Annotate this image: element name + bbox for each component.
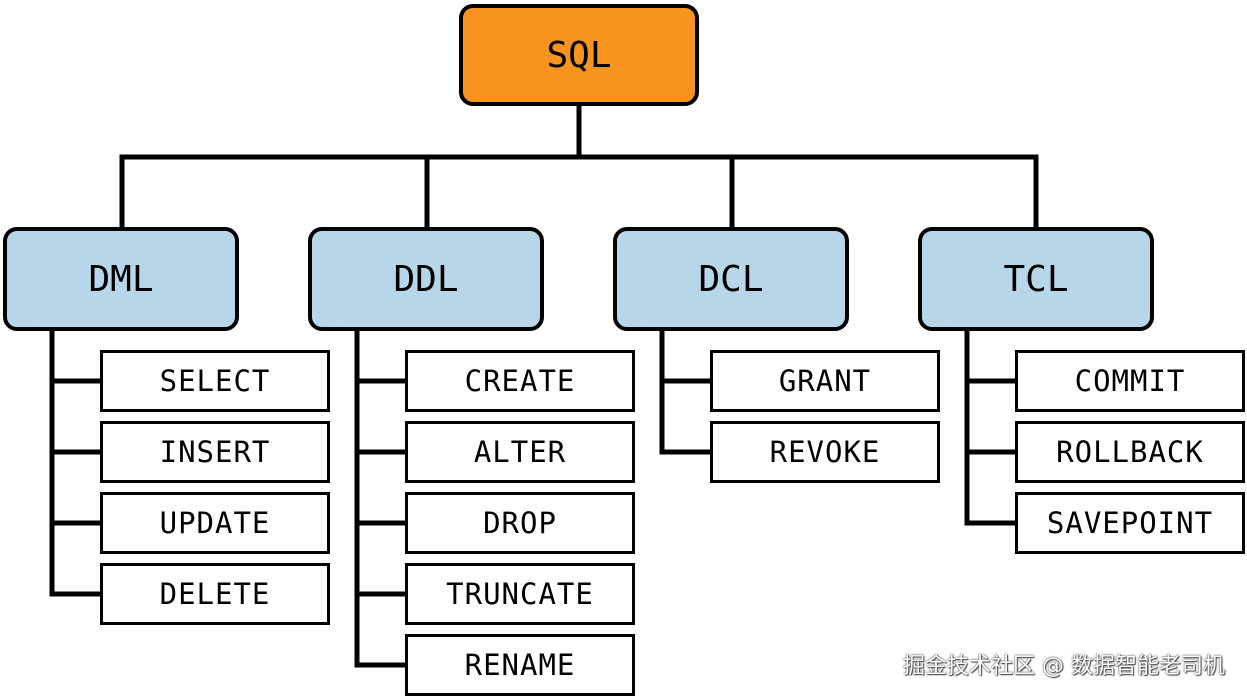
command-node-alter: ALTER [405,421,635,483]
command-node-rename: RENAME [405,634,635,696]
command-node-savepoint: SAVEPOINT [1015,492,1245,554]
command-node-truncate: TRUNCATE [405,563,635,625]
category-node-ddl: DDL [308,227,544,331]
command-node-rollback: ROLLBACK [1015,421,1245,483]
command-node-select: SELECT [100,350,330,412]
command-node-drop: DROP [405,492,635,554]
category-node-tcl: TCL [918,227,1154,331]
command-node-commit: COMMIT [1015,350,1245,412]
command-node-update: UPDATE [100,492,330,554]
command-node-delete: DELETE [100,563,330,625]
watermark-text: 掘金技术社区 @ 数据智能老司机 [903,654,1225,679]
root-node-sql: SQL [459,4,699,106]
command-node-create: CREATE [405,350,635,412]
command-node-revoke: REVOKE [710,421,940,483]
category-node-dcl: DCL [613,227,849,331]
command-node-grant: GRANT [710,350,940,412]
command-node-insert: INSERT [100,421,330,483]
category-node-dml: DML [3,227,239,331]
